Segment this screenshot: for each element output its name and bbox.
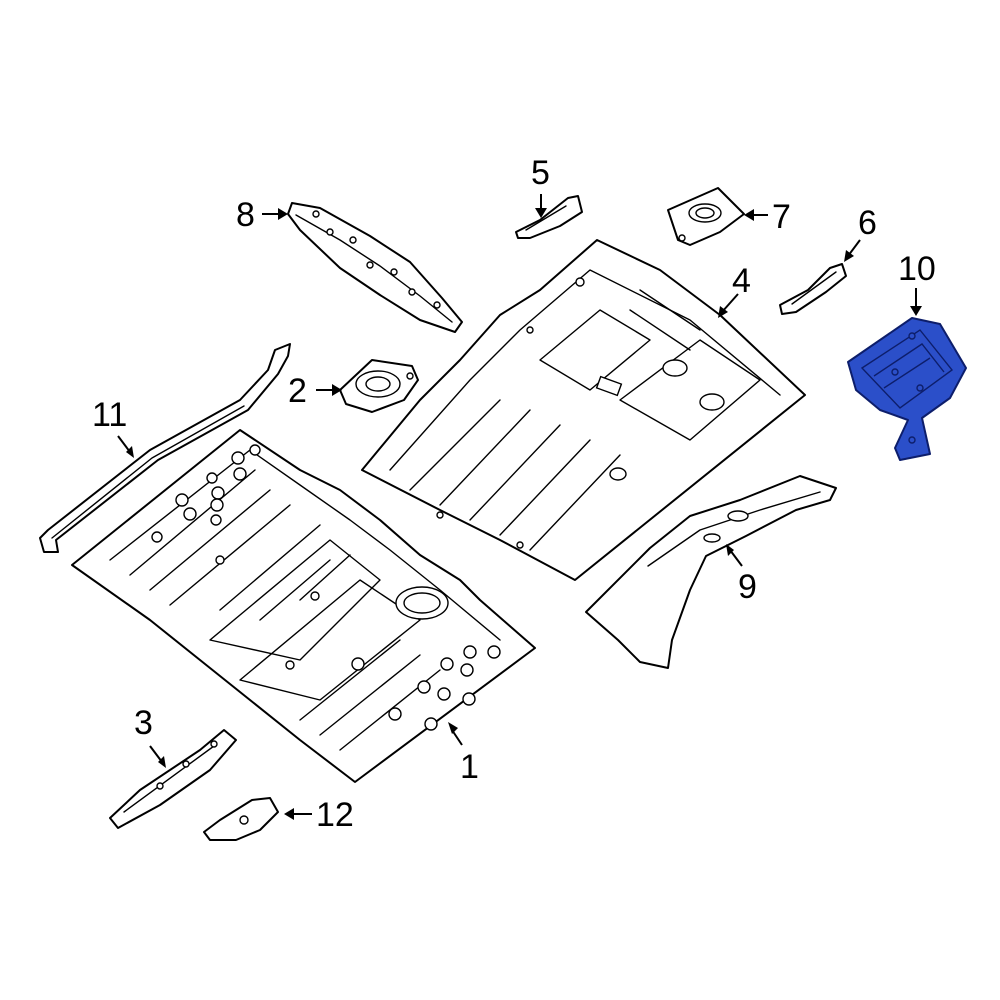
callout-9: 9 [726, 544, 757, 606]
callout-number: 11 [92, 396, 127, 434]
callout-4: 4 [718, 262, 751, 318]
callout-1: 1 [448, 722, 479, 786]
callout-number: 12 [316, 796, 354, 834]
part-10-highlighted-bracket[interactable] [847, 317, 967, 461]
callout-number: 9 [738, 568, 757, 606]
callout-6: 6 [844, 204, 877, 262]
callout-12: 12 [284, 796, 354, 834]
callout-number: 2 [288, 372, 307, 410]
callout-3: 3 [134, 704, 166, 768]
callout-number: 5 [531, 154, 550, 192]
part-3-rail[interactable] [109, 729, 237, 829]
callout-8: 8 [236, 196, 288, 234]
part-1-front-floor-pan[interactable] [71, 429, 536, 783]
part-8-crossmember[interactable] [287, 202, 463, 333]
callout-10: 10 [898, 250, 936, 316]
callout-number: 7 [772, 198, 791, 236]
callout-number: 4 [732, 262, 751, 300]
callout-11: 11 [92, 396, 134, 458]
callout-2: 2 [288, 372, 342, 410]
part-5-bracket[interactable] [515, 195, 583, 239]
part-11-brace[interactable] [39, 343, 291, 553]
callout-5: 5 [531, 154, 550, 218]
part-2-bracket[interactable] [339, 359, 419, 413]
part-4-rear-floor-pan[interactable] [361, 239, 806, 581]
part-12-plate[interactable] [203, 797, 279, 841]
callout-7: 7 [744, 198, 791, 236]
callout-number: 10 [898, 250, 936, 288]
part-7-mounting-plate[interactable] [667, 187, 745, 246]
callout-number: 1 [460, 748, 479, 786]
part-9-side-rail[interactable] [585, 475, 837, 669]
part-6-bracket[interactable] [779, 263, 847, 315]
callout-number: 3 [134, 704, 153, 742]
callout-number: 6 [858, 204, 877, 242]
callout-number: 8 [236, 196, 255, 234]
